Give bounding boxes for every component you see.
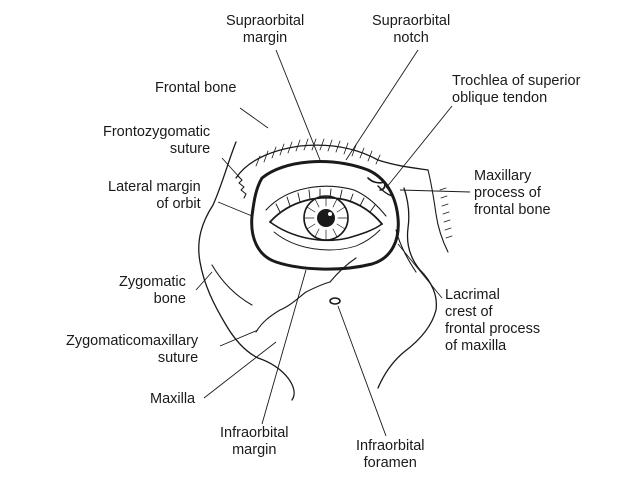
label-lacrimal-crest: Lacrimal crest of frontal process of max… xyxy=(445,287,541,354)
maxillary-process-contour xyxy=(427,169,449,253)
leader-zygomaticomaxillary xyxy=(219,329,259,347)
skull-outline xyxy=(198,141,295,401)
zygomatic-inner-contour xyxy=(211,264,253,306)
trochlea-mark xyxy=(377,185,393,197)
label-maxilla: Maxilla xyxy=(150,391,196,407)
leader-trochlea xyxy=(385,105,453,189)
lower-eyelid xyxy=(269,221,383,241)
label-zygomatic-bone: Zygomatic bone xyxy=(119,274,186,307)
label-lateral-margin: Lateral margin of orbit xyxy=(108,179,201,212)
leader-infraorbital-margin xyxy=(261,269,307,425)
nasal-outline xyxy=(377,187,438,389)
leader-supraorbital-margin xyxy=(275,49,321,161)
upper-eyelid-crease xyxy=(265,185,387,217)
frontozygomatic-suture-mark xyxy=(237,175,247,199)
label-supraorbital-notch: Supraorbital notch xyxy=(372,13,451,46)
leader-supraorbital-notch xyxy=(345,49,419,161)
zygomaticomaxillary-suture-mark xyxy=(255,281,331,333)
label-infraorbital-foramen: Infraorbital foramen xyxy=(356,438,425,471)
eyelashes xyxy=(275,188,376,213)
leader-zygomatic-bone xyxy=(195,271,213,291)
iris-texture xyxy=(303,195,349,241)
pupil-highlight xyxy=(328,212,332,216)
label-maxillary-process: Maxillary process of frontal bone xyxy=(474,168,551,218)
label-zygomaticomaxillary-suture: Zygomaticomaxillary suture xyxy=(66,333,199,366)
lower-eyelid-crease xyxy=(273,229,381,251)
orbital-rim xyxy=(250,160,400,271)
leader-frontal-bone xyxy=(239,107,269,129)
supraorbital-notch-mark xyxy=(367,177,386,191)
leader-lacrimal-crest xyxy=(397,243,443,299)
label-trochlea: Trochlea of superior oblique tendon xyxy=(452,73,581,106)
maxilla-contour xyxy=(329,257,357,283)
leader-maxillary-process xyxy=(399,189,471,193)
pupil xyxy=(317,209,335,227)
label-supraorbital-margin: Supraorbital margin xyxy=(226,13,305,46)
upper-eyelid xyxy=(269,196,383,225)
infraorbital-foramen-mark xyxy=(329,297,341,305)
label-frontozygomatic-suture: Frontozygomatic suture xyxy=(103,124,211,157)
label-frontal-bone: Frontal bone xyxy=(155,80,237,96)
leader-frontozygomatic xyxy=(221,157,241,179)
lacrimal-crest-mark xyxy=(395,229,417,273)
label-infraorbital-margin: Infraorbital margin xyxy=(220,425,289,458)
leader-lateral-margin xyxy=(217,201,253,217)
leader-infraorbital-foramen xyxy=(337,305,387,437)
leader-maxilla xyxy=(203,341,277,399)
maxillary-hatching xyxy=(439,187,453,239)
